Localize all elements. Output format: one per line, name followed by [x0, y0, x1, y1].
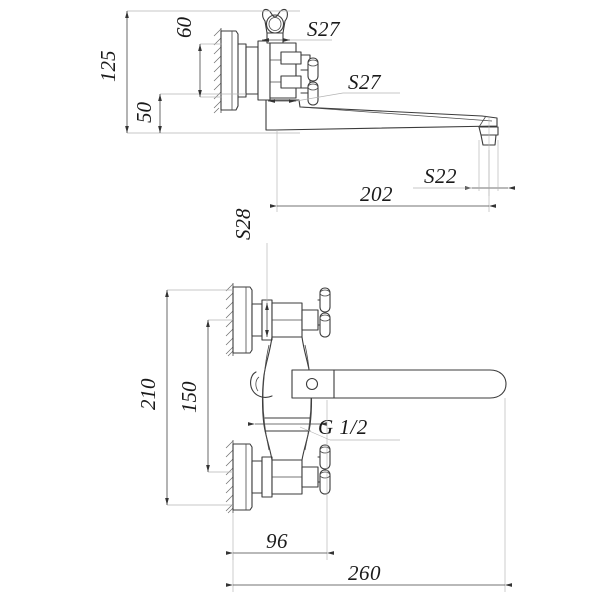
spout-top	[265, 99, 499, 146]
escutcheon-top	[220, 30, 247, 111]
cross-handle-upper	[317, 287, 331, 338]
escutcheon-upper	[232, 286, 319, 354]
mixer-body-top	[245, 40, 311, 101]
wall-hatching-lower	[225, 440, 234, 514]
dimension-label-202: 202	[360, 182, 393, 206]
escutcheon-lower	[232, 443, 319, 511]
thread-label-g12: G 1/2	[318, 415, 368, 439]
bottom-view-dimensions: 210 150 S28 G 1/2 96 260	[136, 208, 513, 592]
dimension-label-125: 125	[96, 51, 120, 83]
dimension-label-60: 60	[172, 17, 196, 39]
dimension-label-96: 96	[266, 529, 288, 553]
wrench-label-s27-mid: S27	[348, 70, 382, 94]
dimension-label-50: 50	[132, 102, 156, 124]
wall-hatching-upper	[225, 283, 234, 357]
wrench-label-s28: S28	[231, 208, 255, 240]
dimension-label-150: 150	[177, 381, 201, 413]
dimension-label-260: 260	[348, 561, 381, 585]
bottom-view-geometry	[225, 283, 507, 514]
dimension-label-210: 210	[136, 378, 160, 410]
lever-handle	[291, 369, 507, 399]
wrench-label-s22: S22	[424, 164, 457, 188]
cross-handle-lower	[317, 444, 331, 495]
wrench-label-s27-top: S27	[307, 17, 341, 41]
shower-holder-top	[262, 8, 288, 44]
top-view-dimensions: 125 50 60 S27 S27 S22 202	[96, 10, 516, 212]
wall-hatching-top	[213, 28, 222, 114]
top-view-geometry	[213, 8, 499, 196]
cross-handle-top	[300, 57, 319, 106]
